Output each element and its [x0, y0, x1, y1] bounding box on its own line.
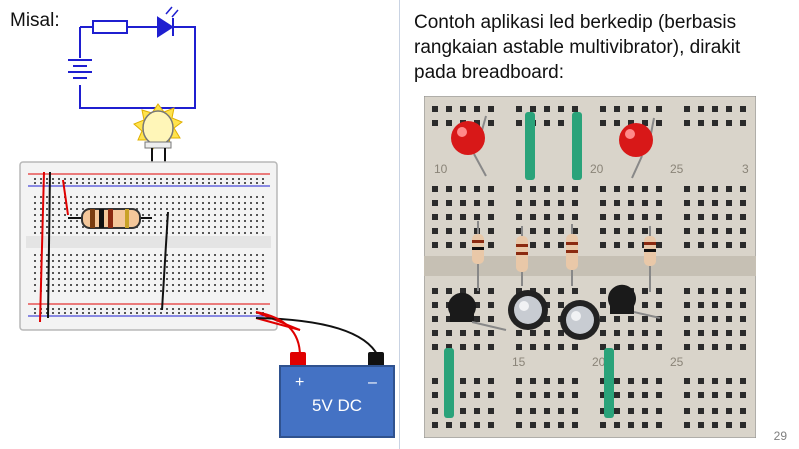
row-number-25b: 25 — [670, 355, 684, 369]
slide-divider — [399, 0, 400, 449]
description-line-3: pada breadboard: — [414, 62, 565, 83]
row-number-20: 20 — [590, 162, 604, 176]
description-text: Contoh aplikasi led berkedip (berbasis r… — [414, 10, 786, 85]
breadboard — [19, 161, 379, 357]
battery-minus: – — [368, 374, 377, 391]
row-number-10: 10 — [434, 162, 448, 176]
transistors — [448, 284, 661, 331]
capacitors — [508, 290, 600, 340]
description-line-2: rangkaian astable multivibrator), diraki… — [414, 37, 741, 58]
page-number: 29 — [773, 429, 787, 443]
jumper-wire-4 — [604, 348, 614, 418]
row-number-20b: 20 — [592, 355, 606, 369]
row-number-25: 25 — [670, 162, 684, 176]
led-right — [619, 117, 655, 179]
jumper-wire-2 — [572, 112, 582, 180]
example-label: Misal: — [10, 10, 60, 31]
battery: + – 5V DC — [279, 352, 395, 438]
row-number-30: 3 — [742, 162, 749, 176]
jumper-wire-3 — [444, 348, 454, 418]
circuit-illustration: + – 5V DC — [19, 6, 395, 438]
battery-label: 5V DC — [312, 396, 362, 415]
led-left — [451, 115, 487, 177]
battery-plus: + — [295, 374, 304, 391]
resistors — [472, 221, 656, 292]
jumper-wire-1 — [525, 112, 535, 180]
description-line-1: Contoh aplikasi led berkedip (berbasis — [414, 12, 737, 33]
row-number-15: 15 — [512, 355, 526, 369]
breadboard-photo: 10 20 25 3 15 20 25 — [424, 96, 756, 438]
led-schematic — [68, 6, 196, 109]
